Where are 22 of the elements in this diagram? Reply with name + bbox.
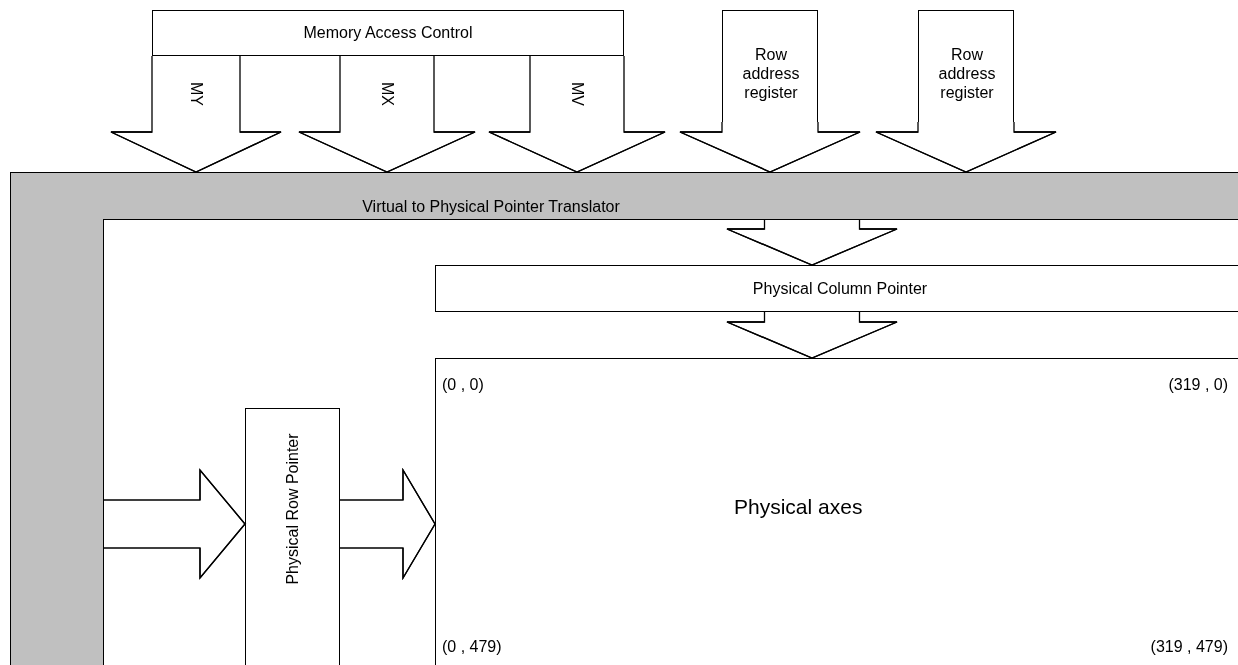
process-box [245, 408, 340, 665]
block-label: Row address register [937, 45, 997, 103]
block-label: Memory Access Control [303, 23, 473, 43]
block-label: Physical Column Pointer [752, 278, 928, 299]
edge-label: MY [188, 81, 204, 107]
coordinate-label: (0 , 479) [442, 637, 502, 657]
block-label: Physical axes [734, 494, 863, 520]
coordinate-label: (0 , 0) [442, 375, 484, 395]
translator-bar [10, 218, 104, 665]
block-label: Physical Row Pointer [282, 433, 302, 585]
block-label: Row address register [741, 45, 801, 103]
block-label: Virtual to Physical Pointer Translator [362, 197, 620, 217]
register-block [918, 10, 1014, 122]
process-box [152, 10, 624, 56]
translator-band [10, 172, 1238, 220]
edge-label: MX [379, 81, 395, 107]
coordinate-label: (319 , 0) [1168, 375, 1228, 395]
process-box [435, 265, 1238, 312]
process-box [435, 358, 1238, 665]
edge-label: MV [569, 81, 585, 107]
register-block [722, 10, 818, 122]
coordinate-label: (319 , 479) [1150, 637, 1228, 657]
